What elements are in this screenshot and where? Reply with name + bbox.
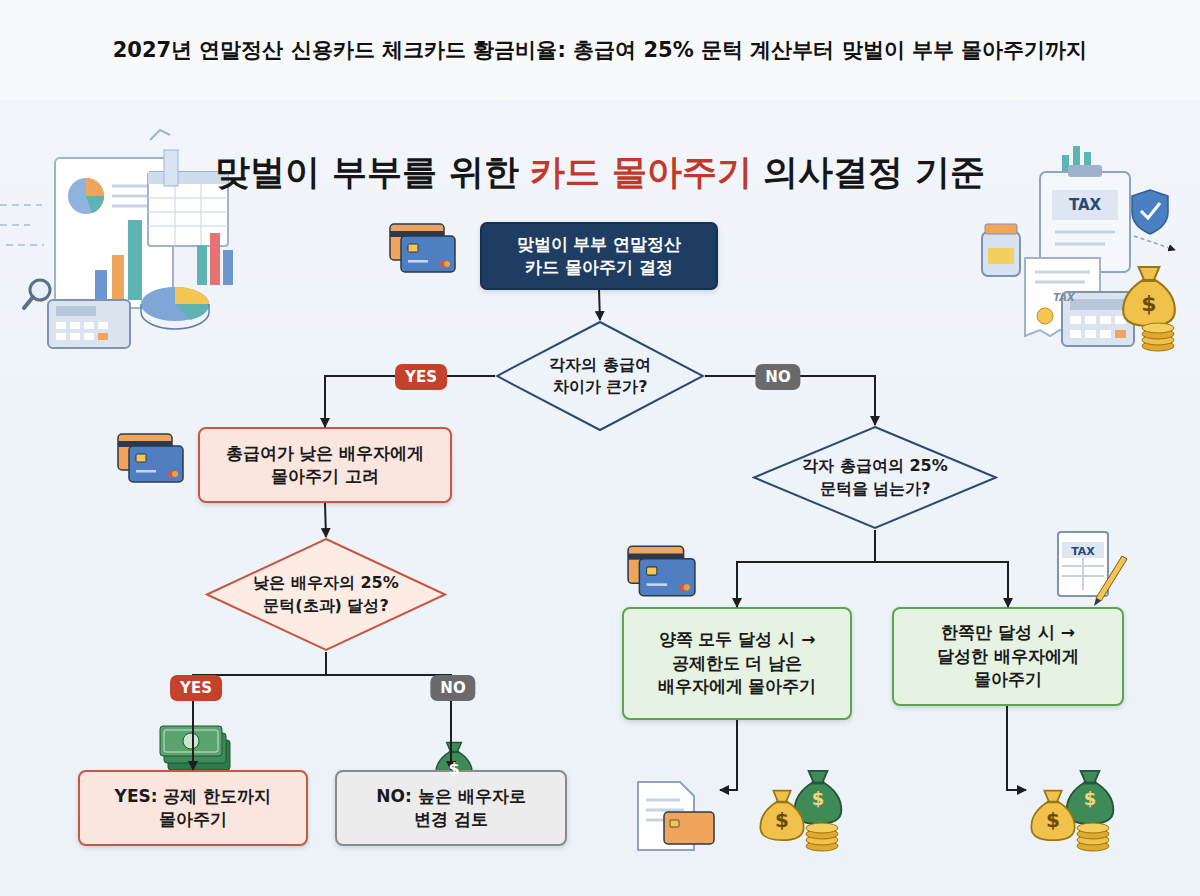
title-band: 2027년 연말정산 신용카드 체크카드 황금비율: 총급여 25% 문턱 계산… — [0, 0, 1200, 100]
diamond-outline — [495, 320, 705, 432]
currency-symbol: $ — [1046, 810, 1060, 830]
heading-line: 맞벌이 부부를 위한카드 몰아주기의사결정 기준 — [0, 146, 1200, 198]
result-box: NO: 높은 배우자로 변경 검토 — [335, 770, 567, 846]
decision-diamond: 낮은 배우자의 25% 문턱(초과) 달성? — [205, 537, 447, 652]
currency-symbol: $ — [1084, 790, 1097, 808]
diamond-outline — [752, 425, 998, 530]
start-box: 맞벌이 부부 연말정산 카드 몰아주기 결정 — [480, 222, 718, 290]
diamond-shape — [754, 427, 996, 528]
icon-text: TAX — [1069, 198, 1101, 213]
result-box: 한쪽만 달성 시 → 달성한 배우자에게 몰아주기 — [892, 607, 1124, 706]
branch-label: YES — [170, 675, 222, 701]
result-box: YES: 공제 한도까지 몰아주기 — [78, 770, 308, 846]
flow-arrow — [705, 376, 875, 425]
process-box: 총급여가 낮은 배우자에게 몰아주기 고려 — [198, 427, 452, 503]
heading-text: 의사결정 기준 — [763, 149, 985, 196]
decision-diamond: 각자 총급여의 25% 문턱을 넘는가? — [752, 425, 998, 530]
flow-arrow — [875, 530, 1008, 607]
diamond-shape — [207, 539, 445, 650]
heading-text: 카드 몰아주기 — [530, 149, 752, 196]
flow-arrow — [737, 530, 875, 607]
branch-label: NO — [430, 675, 475, 701]
currency-symbol: $ — [775, 810, 789, 830]
branch-label: NO — [755, 364, 800, 390]
page-title: 2027년 연말정산 신용카드 체크카드 황금비율: 총급여 25% 문턱 계산… — [113, 36, 1088, 64]
node-label: 각자의 총급여 차이가 큰가? — [533, 354, 667, 398]
node-label: YES: 공제 한도까지 몰아주기 — [108, 785, 278, 832]
node-label: 낮은 배우자의 25% 문턱(초과) 달성? — [245, 572, 407, 616]
flow-arrow — [325, 503, 326, 537]
branch-label: YES — [395, 364, 447, 390]
diamond-shape — [497, 322, 703, 430]
decision-diamond: 각자의 총급여 차이가 큰가? — [495, 320, 705, 432]
node-label: NO: 높은 배우자로 변경 검토 — [373, 785, 529, 832]
node-label: 한쪽만 달성 시 → 달성한 배우자에게 몰아주기 — [924, 621, 1092, 691]
icon-text: TAX — [1053, 293, 1075, 303]
flow-arrow — [326, 652, 451, 770]
diamond-outline — [205, 537, 447, 652]
flow-arrow — [193, 652, 326, 770]
heading-text: 맞벌이 부부를 위한 — [215, 149, 519, 196]
result-box: 양쪽 모두 달성 시 → 공제한도 더 남은 배우자에게 몰아주기 — [622, 607, 852, 720]
node-label: 총급여가 낮은 배우자에게 몰아주기 고려 — [218, 442, 432, 489]
node-label: 맞벌이 부부 연말정산 카드 몰아주기 결정 — [506, 233, 692, 280]
icon-text: TAX — [1071, 546, 1095, 557]
flow-arrow — [325, 376, 495, 427]
currency-symbol: $ — [812, 790, 825, 808]
node-label: 양쪽 모두 달성 시 → 공제한도 더 남은 배우자에게 몰아주기 — [648, 628, 826, 698]
flow-arrow — [599, 290, 600, 320]
currency-symbol: $ — [1141, 293, 1156, 315]
node-label: 각자 총급여의 25% 문턱을 넘는가? — [792, 455, 958, 499]
